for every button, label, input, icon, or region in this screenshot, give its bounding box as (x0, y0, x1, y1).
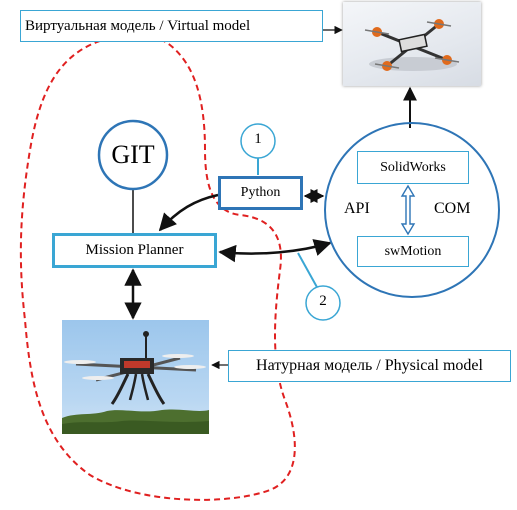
dashed-boundary (19, 32, 296, 501)
python-planner-arrow (158, 193, 219, 232)
virtual-drone-icon (364, 19, 460, 71)
physical-model-text: Натурная модель / Physical model (256, 357, 483, 374)
api-label: API (344, 200, 370, 217)
mission-planner-label: Mission Planner (85, 242, 184, 258)
marker-2-label: 2 (319, 293, 327, 309)
swmotion-box: swMotion (357, 236, 469, 267)
solidworks-label: SolidWorks (380, 159, 446, 175)
swmotion-label: swMotion (384, 243, 442, 259)
marker-1-circle (240, 123, 276, 159)
marker-2-circle (305, 285, 341, 321)
physical-model-label: Натурная модель / Physical model (228, 350, 511, 382)
git-label: GIT (111, 140, 155, 169)
com-label: COM (434, 200, 471, 217)
solidworks-swmotion-arrow (400, 184, 416, 236)
marker-1-label: 1 (254, 131, 262, 147)
mission-planner-box: Mission Planner (52, 233, 217, 268)
marker-2-link (297, 252, 319, 290)
physical-drone-icon (62, 331, 209, 434)
python-box: Python (218, 176, 303, 210)
python-label: Python (240, 185, 281, 200)
virtual-drone-image (343, 2, 481, 86)
cad-circle (324, 122, 500, 298)
physical-drone-image (62, 320, 209, 434)
solidworks-box: SolidWorks (357, 151, 469, 184)
virtual-model-text: Виртуальная модель / Virtual model (25, 17, 251, 34)
planner-circle-arrow (218, 239, 332, 263)
virtual-model-label: Виртуальная модель / Virtual model (20, 10, 323, 42)
git-circle (97, 119, 169, 191)
